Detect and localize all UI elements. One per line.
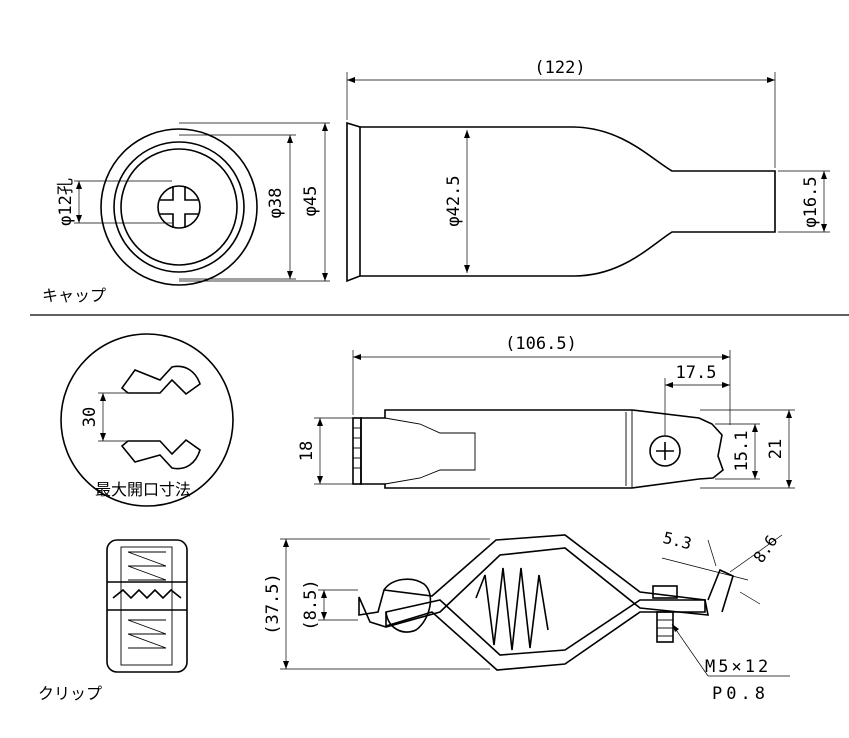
- clip-section-label: クリップ: [38, 684, 102, 703]
- clip-screw-spec: M5×12: [705, 657, 771, 677]
- clip-screw-pitch: P0.8: [712, 684, 769, 704]
- clip-tab-dim-a: 5.3: [661, 528, 694, 553]
- clip-tab-dim-b: 8.6: [749, 532, 781, 567]
- clip-top-view: [314, 350, 795, 489]
- cap-body-dim: φ42.5: [444, 175, 464, 226]
- clip-end-view: [106, 539, 188, 673]
- cap-inner-dim: φ38: [266, 188, 286, 219]
- clip-opening-view: [60, 333, 234, 507]
- cap-tip-dim: φ16.5: [801, 176, 821, 227]
- clip-jaw-dim: (8.5): [301, 579, 321, 630]
- cap-length-dim: (122): [534, 58, 585, 78]
- cap-outer-dim: φ45: [301, 186, 321, 217]
- clip-length-dim: (106.5): [505, 334, 577, 354]
- cap-front-view: [74, 122, 330, 286]
- cap-section-label: キャップ: [42, 286, 106, 305]
- clip-side-height-dim: (37.5): [263, 573, 283, 634]
- clip-offset-dim: 17.5: [676, 363, 717, 383]
- clip-opening-value: 30: [80, 407, 100, 427]
- clip-opening-label: 最大開口寸法: [95, 480, 191, 499]
- clip-height-left-dim: 18: [297, 441, 317, 461]
- cap-side-view: [346, 72, 830, 283]
- cap-hole-dim: φ12孔: [56, 178, 76, 226]
- clip-height-inner-dim: 15.1: [732, 431, 752, 472]
- clip-height-right-dim: 21: [766, 439, 786, 459]
- clip-side-view: [280, 534, 790, 677]
